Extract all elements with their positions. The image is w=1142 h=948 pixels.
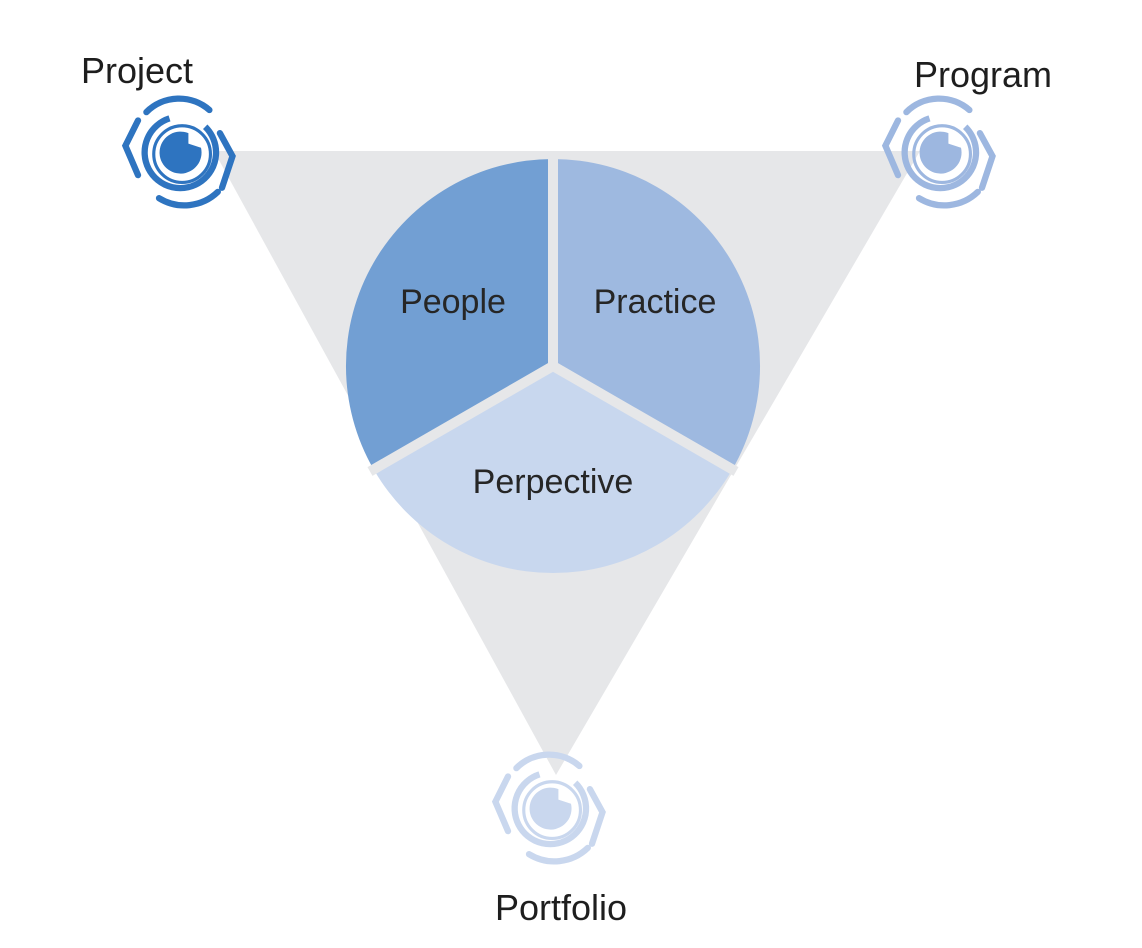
segment-label-perspective: Perpective xyxy=(473,463,634,501)
pie-divider xyxy=(550,361,739,476)
segment-label-practice: Practice xyxy=(594,283,717,321)
eye-swirl-icon xyxy=(125,99,232,206)
pie-chart xyxy=(345,155,761,574)
eye-swirl-icon xyxy=(885,99,992,206)
corner-label-program: Program xyxy=(914,54,1052,95)
segment-label-people: People xyxy=(400,283,506,321)
pie-divider xyxy=(367,361,556,476)
eye-swirl-icon xyxy=(495,755,602,862)
corner-label-project: Project xyxy=(81,50,193,91)
corner-label-portfolio: Portfolio xyxy=(495,887,627,928)
